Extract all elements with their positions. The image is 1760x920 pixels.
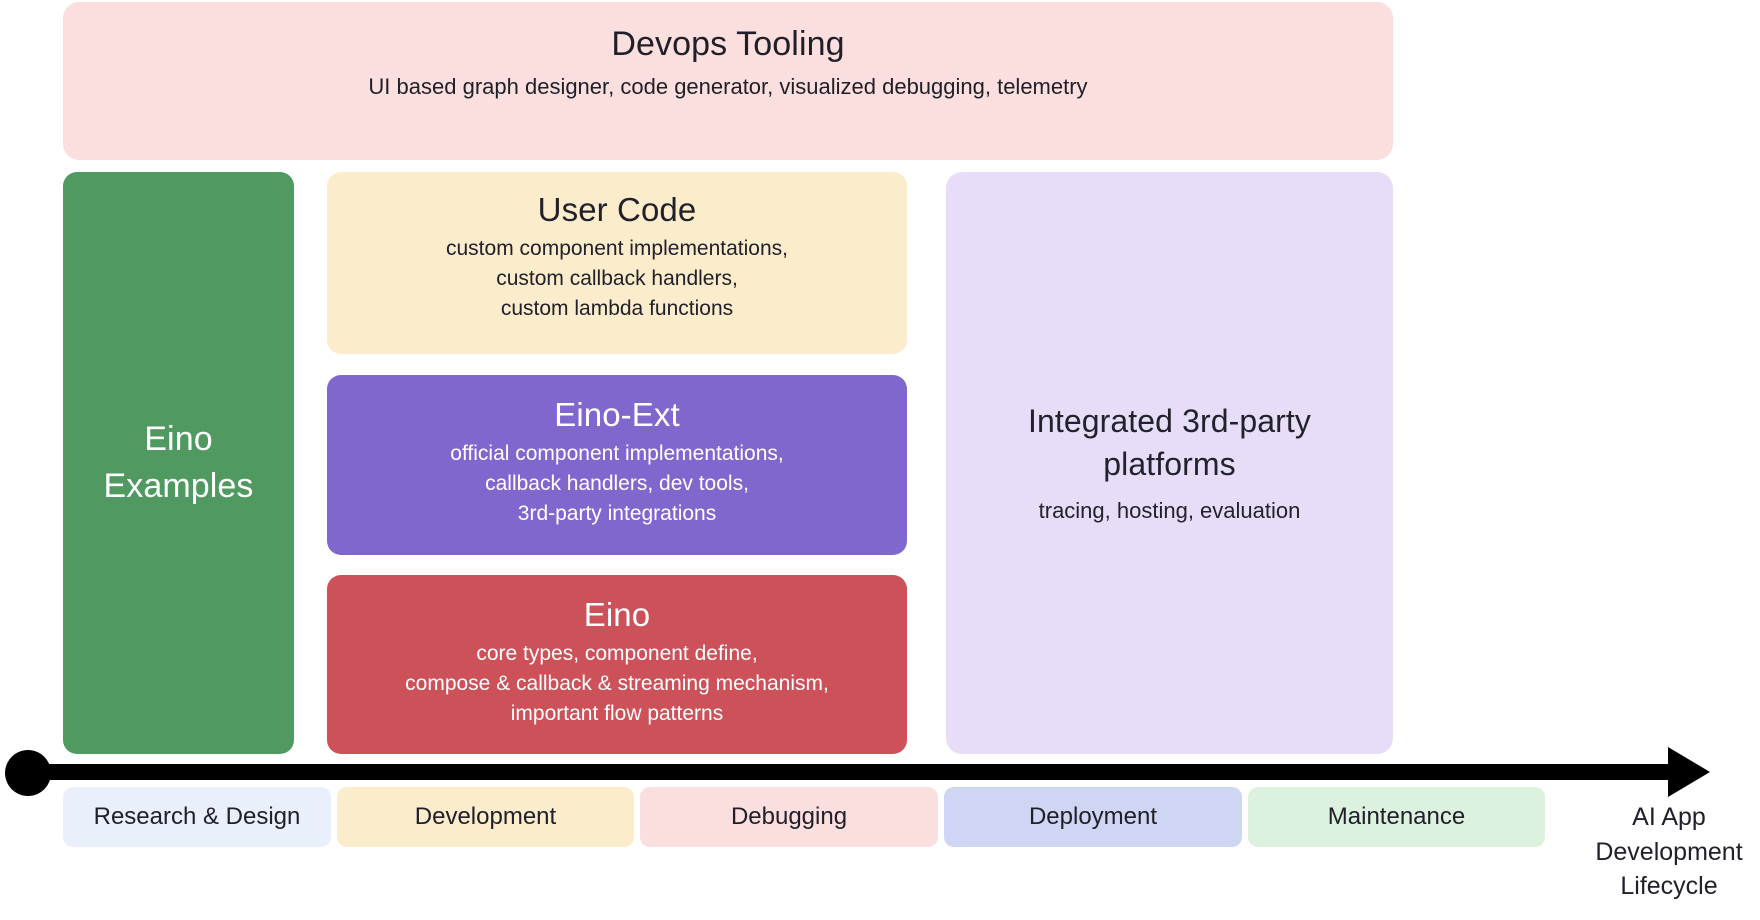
devops-tooling-banner: Devops Tooling UI based graph designer, … bbox=[63, 2, 1393, 160]
user-code-subtitle: custom component implementations, custom… bbox=[446, 237, 788, 320]
lifecycle-stage-research-design[interactable]: Research & Design bbox=[63, 787, 331, 847]
lifecycle-stage-debugging[interactable]: Debugging bbox=[640, 787, 938, 847]
eino-core-title: Eino bbox=[583, 596, 651, 633]
eino-ext-title: Eino-Ext bbox=[554, 396, 680, 433]
lifecycle-stage-label: Debugging bbox=[730, 803, 848, 830]
lifecycle-stage-label: Deployment bbox=[1028, 803, 1158, 830]
lifecycle-axis-caption: AI App Development Lifecycle bbox=[1595, 803, 1743, 900]
lifecycle-stage-development[interactable]: Development bbox=[337, 787, 634, 847]
third-party-platforms-title: Integrated 3rd-party platforms bbox=[1027, 403, 1312, 483]
lifecycle-stage-maintenance[interactable]: Maintenance bbox=[1248, 787, 1545, 847]
user-code-title: User Code bbox=[537, 191, 697, 228]
lifecycle-stage-label: Research & Design bbox=[93, 803, 301, 830]
lifecycle-stage-deployment[interactable]: Deployment bbox=[944, 787, 1242, 847]
eino-core-layer: Eino core types, component define, compo… bbox=[327, 575, 907, 754]
user-code-layer: User Code custom component implementatio… bbox=[327, 172, 907, 354]
eino-ext-subtitle: official component implementations, call… bbox=[450, 442, 784, 525]
devops-tooling-subtitle: UI based graph designer, code generator,… bbox=[368, 74, 1088, 100]
lifecycle-stage-list: Research & Design Development Debugging Dep… bbox=[63, 787, 1563, 847]
timeline-arrowhead-icon bbox=[1668, 747, 1710, 797]
eino-core-subtitle: core types, component define, compose & … bbox=[405, 642, 829, 725]
eino-examples-panel: Eino Examples bbox=[63, 172, 294, 754]
lifecycle-stage-label: Development bbox=[414, 803, 557, 830]
lifecycle-stage-label: Maintenance bbox=[1327, 803, 1466, 830]
eino-examples-title: Eino Examples bbox=[103, 420, 254, 505]
devops-tooling-title: Devops Tooling bbox=[611, 25, 845, 63]
third-party-platforms-subtitle: tracing, hosting, evaluation bbox=[1038, 497, 1301, 523]
timeline-axis-line bbox=[26, 764, 1686, 780]
eino-ext-layer: Eino-Ext official component implementati… bbox=[327, 375, 907, 555]
third-party-platforms-panel: Integrated 3rd-party platforms tracing, … bbox=[946, 172, 1393, 754]
